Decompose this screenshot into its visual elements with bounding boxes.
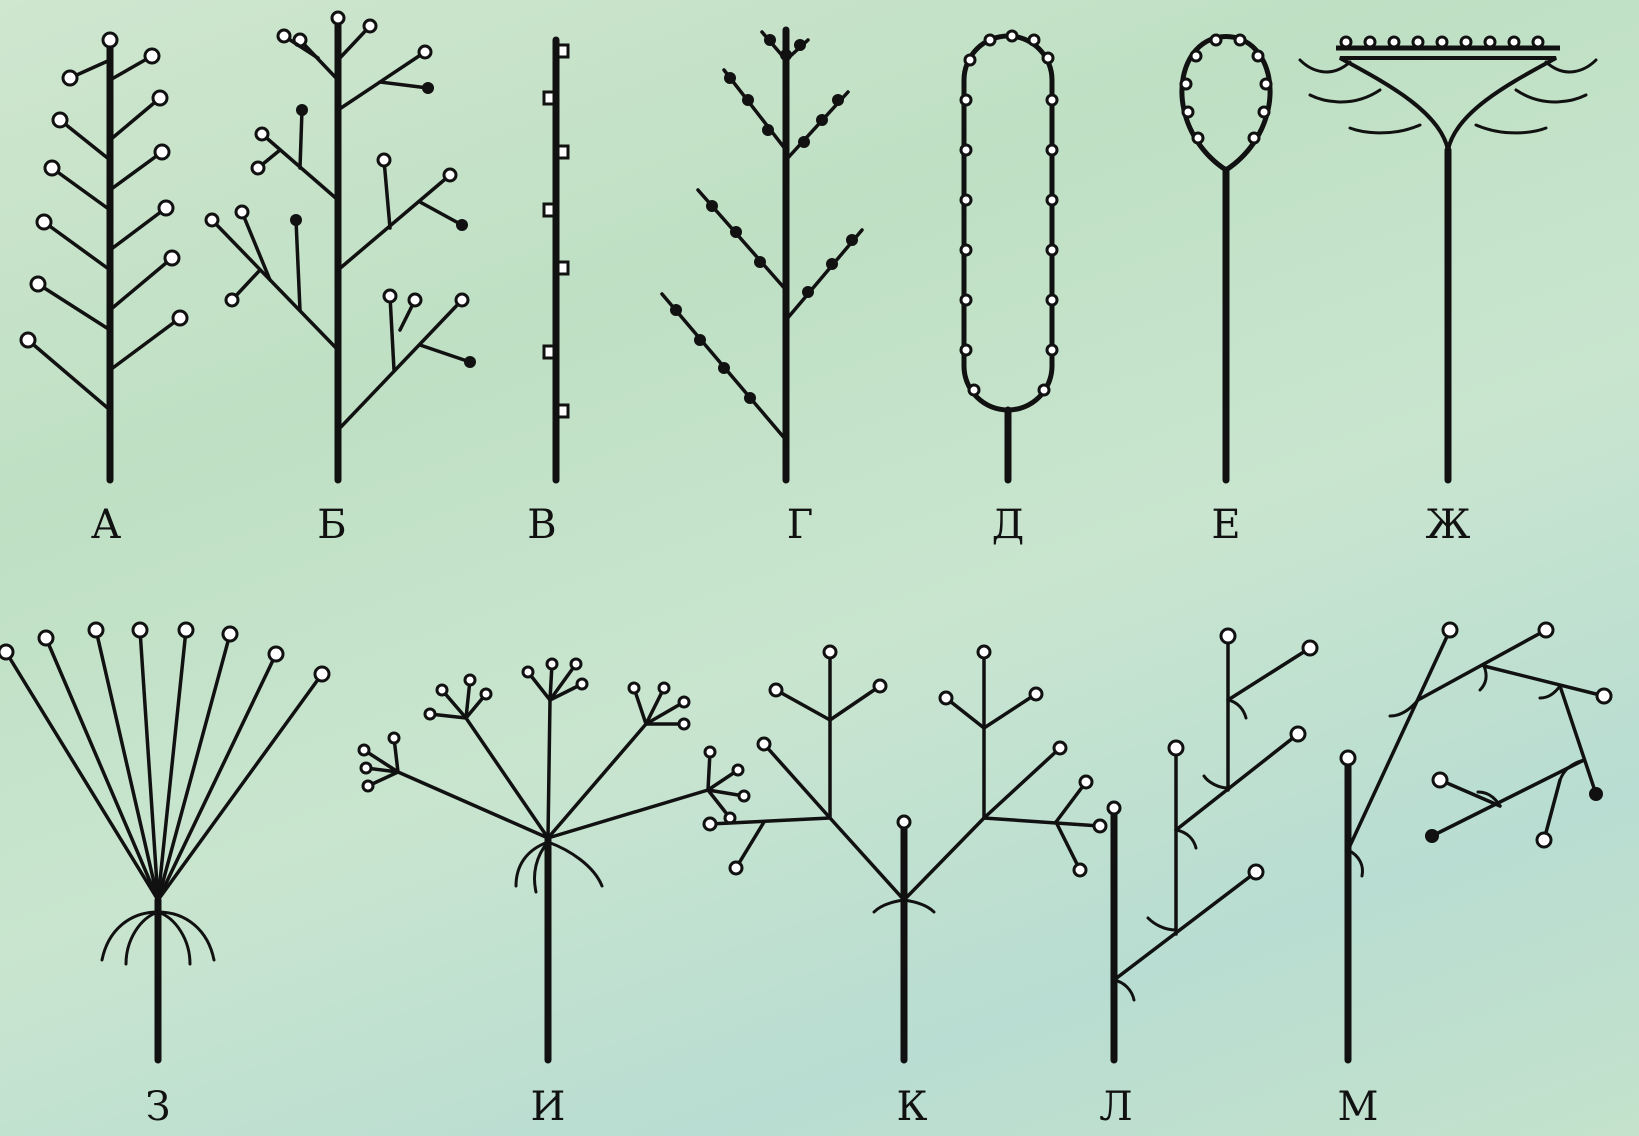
label-l: Л: [1086, 1084, 1146, 1130]
figure-a-raceme: [21, 33, 187, 480]
figure-e-head: [1181, 35, 1271, 480]
figure-i-compound-umbel: [359, 659, 749, 1060]
label-g: Г: [770, 502, 830, 548]
figure-l-monochasium: [1108, 629, 1317, 1060]
figure-m-cincinnus: [1341, 623, 1611, 1060]
figure-zh-basket: [1300, 37, 1596, 480]
figure-k-dichasium: [704, 646, 1106, 1060]
label-z: З: [128, 1084, 188, 1130]
figure-v-spike: [544, 40, 568, 480]
label-zh: Ж: [1418, 502, 1478, 548]
label-a: А: [76, 502, 136, 548]
label-e: Е: [1196, 502, 1256, 548]
figure-z-umbel: [0, 623, 329, 1060]
figure-d-spadix: [961, 31, 1057, 480]
label-i: И: [518, 1084, 578, 1130]
label-m: М: [1328, 1084, 1388, 1130]
umbellet: [359, 659, 749, 823]
label-d: Д: [978, 502, 1038, 548]
label-v: В: [512, 502, 572, 548]
figure-b-panicle: [206, 12, 476, 480]
label-b: Б: [302, 502, 362, 548]
label-k: К: [882, 1084, 942, 1130]
figure-g-compound-spike: [662, 30, 862, 480]
